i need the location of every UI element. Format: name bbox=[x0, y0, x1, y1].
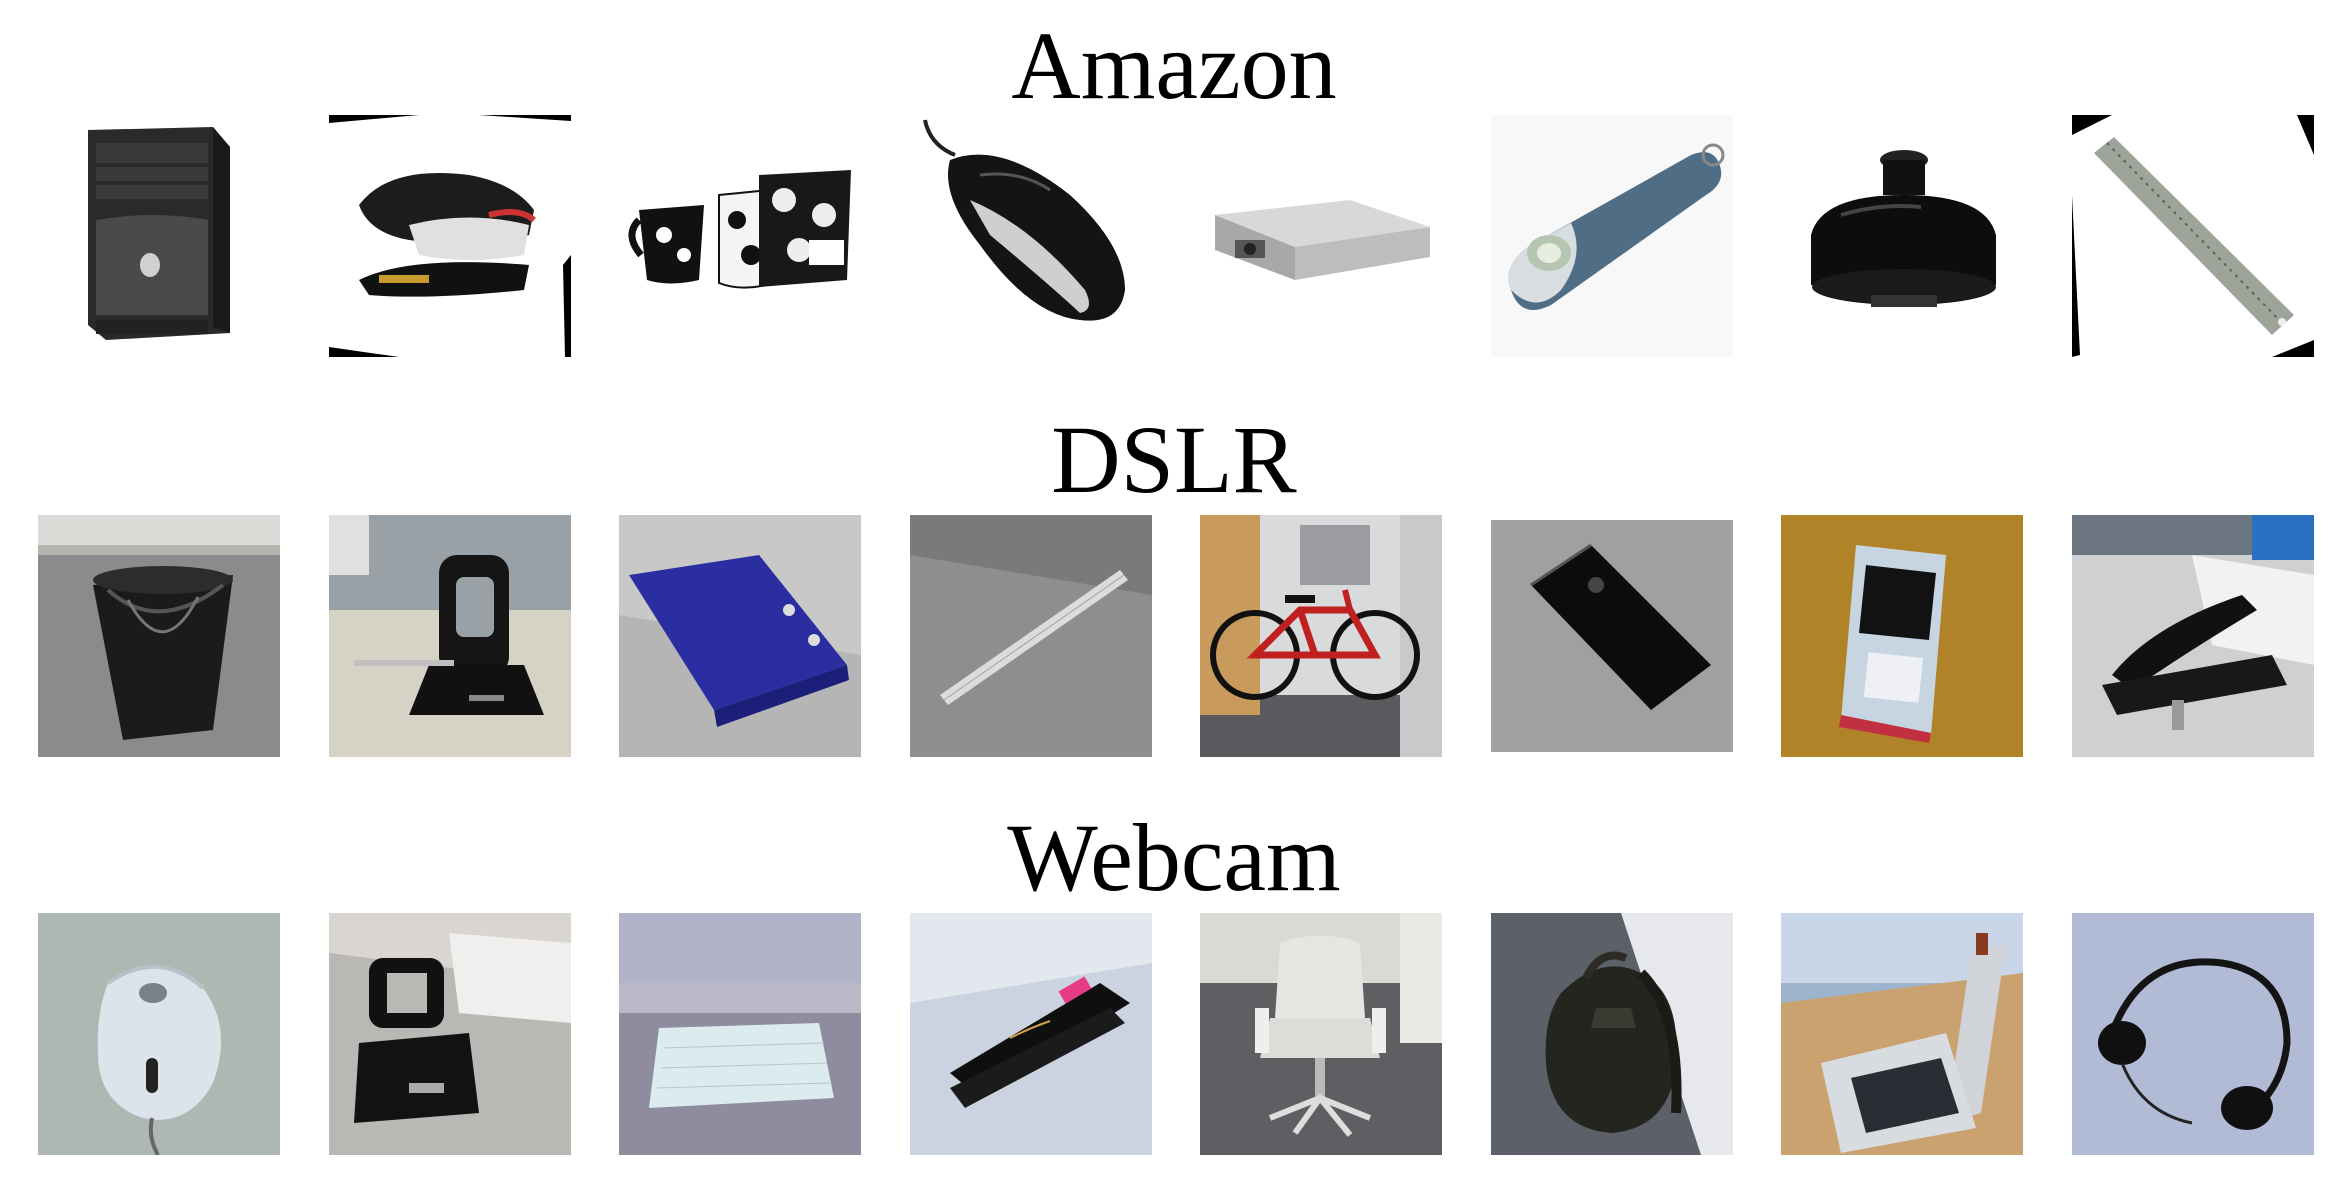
webcam-image-row bbox=[0, 913, 2348, 1155]
section-title-dslr: DSLR bbox=[1051, 406, 1297, 513]
dslr-image-trash-can bbox=[38, 515, 280, 757]
dslr-section: DSLR bbox=[0, 380, 2348, 760]
webcam-image-hole-punch bbox=[329, 913, 571, 1155]
webcam-image-letter-tray bbox=[619, 913, 861, 1155]
webcam-image-headphones bbox=[2072, 913, 2314, 1155]
amazon-image-row bbox=[0, 115, 2348, 357]
amazon-image-computer-mouse bbox=[910, 115, 1152, 357]
amazon-image-stapler bbox=[329, 115, 571, 357]
webcam-image-office-chair bbox=[1200, 913, 1442, 1155]
dslr-image-bicycle bbox=[1200, 515, 1442, 757]
dslr-image-hole-punch bbox=[329, 515, 571, 757]
webcam-image-laptop bbox=[1781, 913, 2023, 1155]
dslr-image-mobile-phone bbox=[1491, 515, 1733, 757]
amazon-section: Amazon bbox=[0, 0, 2348, 360]
amazon-image-desk-lamp-base bbox=[1781, 115, 2023, 357]
dslr-image-mobile-phone bbox=[1781, 515, 2023, 757]
dslr-image-ruler bbox=[910, 515, 1152, 757]
amazon-image-hole-punch-handle bbox=[1491, 115, 1733, 357]
webcam-section: Webcam bbox=[0, 780, 2348, 1187]
amazon-image-projector bbox=[1200, 115, 1442, 357]
dslr-image-row bbox=[0, 515, 2348, 757]
section-title-webcam: Webcam bbox=[1007, 804, 1341, 911]
amazon-image-mugs bbox=[619, 115, 861, 357]
webcam-image-computer-mouse bbox=[38, 913, 280, 1155]
dslr-image-hole-punch bbox=[2072, 515, 2314, 757]
amazon-image-ruler bbox=[2072, 115, 2314, 357]
dslr-image-ring-binder bbox=[619, 515, 861, 757]
amazon-image-desktop-computer bbox=[38, 115, 280, 357]
webcam-image-stapler bbox=[910, 913, 1152, 1155]
webcam-image-backpack bbox=[1491, 913, 1733, 1155]
section-title-amazon: Amazon bbox=[1011, 12, 1337, 119]
